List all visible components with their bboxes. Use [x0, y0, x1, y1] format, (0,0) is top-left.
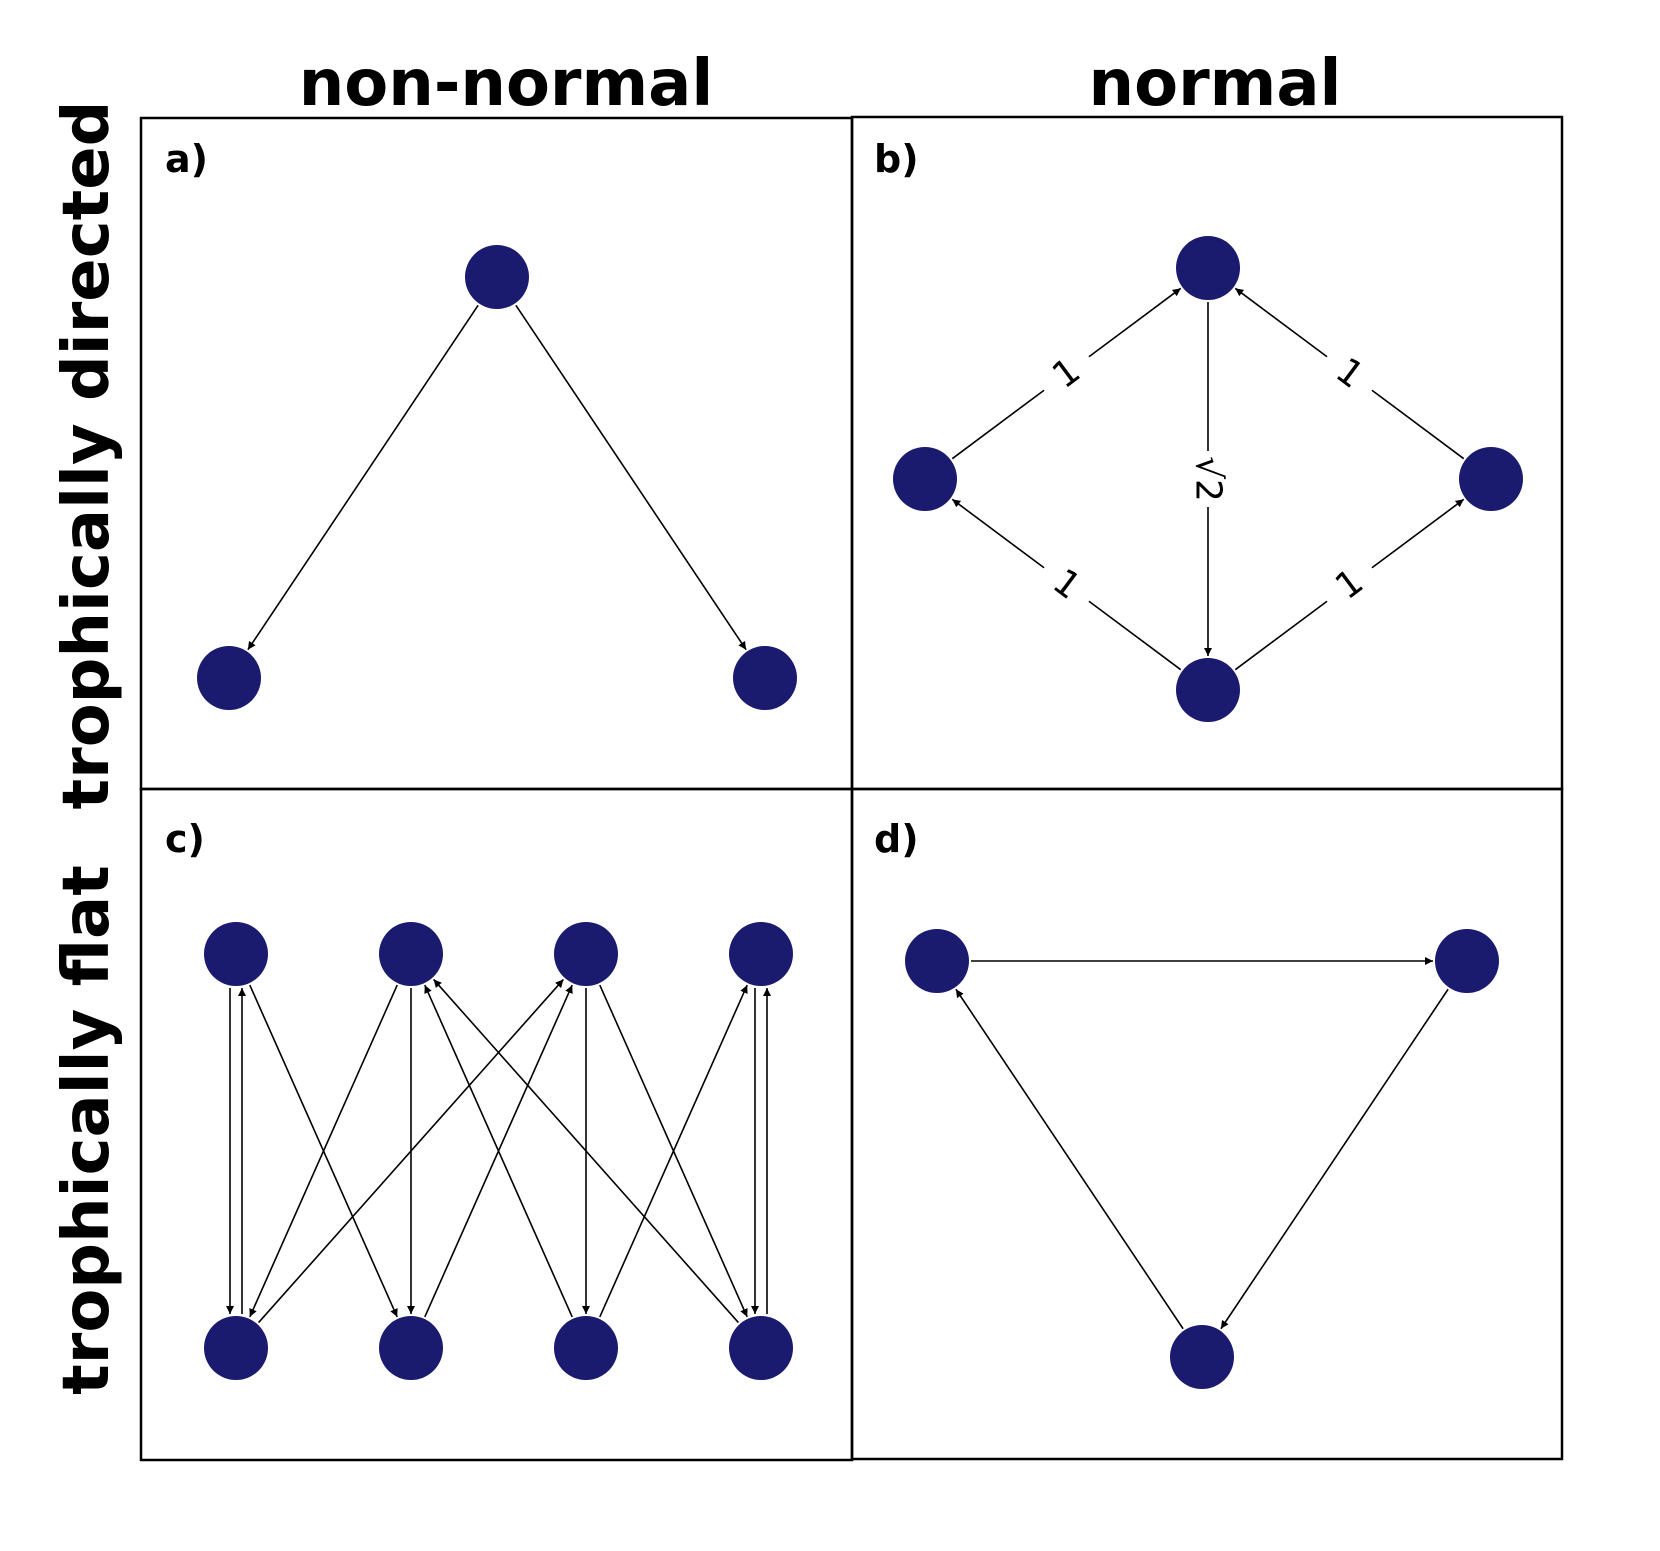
node-d-n1 — [905, 929, 969, 993]
node-b-bottom — [1176, 658, 1240, 722]
edge-weight-label-b-2: √2 — [1188, 456, 1229, 502]
node-b-left — [893, 447, 957, 511]
node-c-b4 — [729, 1316, 793, 1380]
panel-label-a: a) — [165, 137, 208, 181]
node-a-n2 — [197, 646, 261, 710]
edge-a-n1-to-n3 — [515, 304, 747, 651]
graph-panel-d — [905, 929, 1499, 1389]
row-header-trophically-directed: trophically directed — [50, 101, 124, 810]
edge-b-3-segment-1 — [1088, 600, 1182, 671]
edge-weight-label-b-1: 1 — [1328, 350, 1371, 397]
edge-weight-label-b-4: 1 — [1328, 561, 1371, 608]
panel-label-c: c) — [165, 817, 205, 861]
node-d-n2 — [1435, 929, 1499, 993]
node-c-t3 — [554, 922, 618, 986]
node-c-t4 — [729, 922, 793, 986]
edge-b-3-segment-2 — [951, 498, 1045, 569]
edge-a-n1-to-n2 — [247, 304, 479, 651]
edge-weight-label-b-0: 1 — [1045, 350, 1088, 397]
node-a-n3 — [733, 646, 797, 710]
node-b-right — [1459, 447, 1523, 511]
node-c-t2 — [379, 922, 443, 986]
column-header-normal: normal — [1089, 47, 1342, 121]
graph-panel-b: 1 1 √2 1 1 — [893, 236, 1523, 722]
edge-b-4-segment-1 — [1234, 600, 1328, 671]
node-a-n1 — [465, 245, 529, 309]
node-c-t1 — [204, 922, 268, 986]
edge-c-b1-to-t3 — [257, 978, 565, 1324]
edge-b-4-segment-2 — [1371, 498, 1465, 569]
node-c-b1 — [204, 1316, 268, 1380]
edge-b-0-segment-1 — [951, 389, 1045, 460]
panel-label-b: b) — [874, 137, 919, 181]
edge-weight-label-b-3: 1 — [1045, 561, 1088, 608]
panel-frame-d — [850, 787, 1564, 1461]
edge-b-0-segment-2 — [1088, 287, 1182, 358]
node-d-n3 — [1170, 1325, 1234, 1389]
node-b-top — [1176, 236, 1240, 300]
panel-label-d: d) — [874, 817, 919, 861]
edge-c-b2-to-t3 — [424, 984, 573, 1318]
row-header-trophically-flat: trophically flat — [50, 865, 124, 1395]
node-c-b3 — [554, 1316, 618, 1380]
edge-b-1-segment-2 — [1234, 287, 1328, 358]
graph-panel-c — [204, 922, 793, 1380]
edge-d-n2-to-n3 — [1220, 988, 1449, 1330]
edge-b-1-segment-1 — [1371, 389, 1465, 460]
column-header-non-normal: non-normal — [299, 47, 714, 121]
node-c-b2 — [379, 1316, 443, 1380]
edge-c-b3-to-t4 — [599, 984, 748, 1318]
edge-c-t2-to-b1 — [249, 984, 398, 1318]
edge-d-n3-to-n1 — [955, 988, 1184, 1330]
graph-panel-a — [197, 245, 797, 710]
